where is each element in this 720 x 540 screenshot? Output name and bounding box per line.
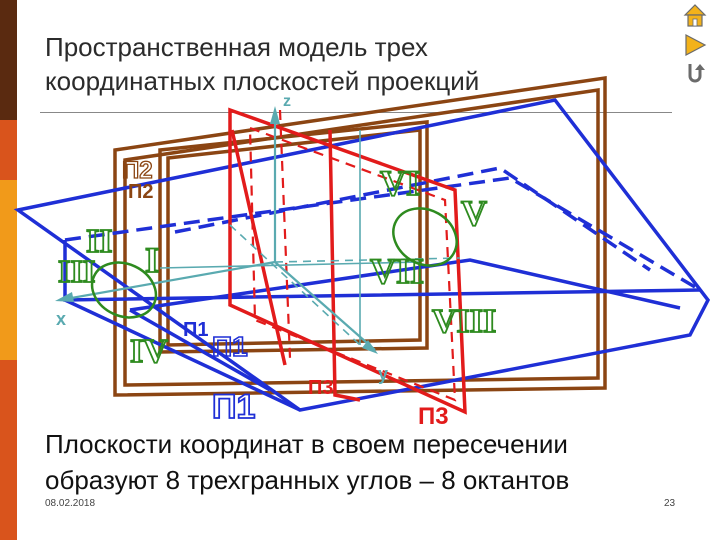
sidebar-segment: [0, 0, 17, 120]
plane-label-p1-small: П1: [212, 331, 248, 362]
highlight-ellipse-right: [392, 207, 458, 267]
sidebar-stripe: [0, 0, 17, 540]
x-axis-label: x: [56, 309, 66, 329]
caption-line-2: образуют 8 трехгранных углов – 8 октанто…: [45, 465, 570, 495]
title-line-2: координатных плоскостей проекций: [45, 66, 480, 96]
sidebar-segment: [0, 120, 17, 180]
home-icon[interactable]: [682, 2, 708, 28]
title-line-1: Пространственная модель трех: [45, 32, 428, 62]
page-number: 23: [664, 498, 676, 509]
caption-line-1: Плоскости координат в своем пересечении: [45, 429, 568, 459]
octant-label-1: I: [145, 240, 159, 280]
z-axis-label: z: [283, 93, 291, 110]
octant-label-2: II: [86, 223, 112, 260]
y-axis-label: y: [378, 364, 388, 384]
octant-label-6: VI: [380, 163, 420, 203]
octant-label-5: V: [461, 193, 487, 233]
octant-label-4: IV: [130, 333, 168, 370]
highlight-ellipse-left: [90, 261, 158, 319]
plane-label-p3-center: П3: [308, 377, 334, 399]
coordinate-axes: [55, 106, 461, 354]
profile-plane-p3: [228, 107, 467, 415]
octant-label-3: III: [58, 253, 95, 289]
x-axis-line: [59, 260, 276, 302]
return-arrow-icon[interactable]: [682, 60, 708, 86]
octant-label-8: VIII: [432, 303, 496, 340]
y-axis-arrow: [362, 340, 378, 354]
plane-label-p3-bottom: П3: [418, 403, 449, 430]
play-arrow-icon[interactable]: [682, 32, 708, 58]
x-axis-arrow: [55, 292, 74, 302]
slide-title: Пространственная модель трех координатны…: [45, 30, 645, 98]
plane-label-p1-bottom: П1: [212, 388, 255, 426]
sidebar-segment: [0, 360, 17, 540]
octant-label-7: VII: [370, 251, 424, 291]
plane-label-p2-outline: П2: [122, 157, 153, 184]
y-axis-line: [274, 261, 376, 351]
plane-label-p1-center: П1: [183, 319, 209, 341]
slide-date: 08.02.2018: [45, 498, 96, 509]
sidebar-segment: [0, 180, 17, 360]
horizontal-plane-p1: [13, 98, 711, 412]
z-axis-arrow: [270, 106, 280, 124]
slide-navigation: [680, 2, 710, 90]
slide-caption: Плоскости координат в своем пересечении …: [45, 426, 705, 498]
title-divider: [40, 112, 672, 113]
plane-label-p2: П2: [128, 181, 154, 203]
